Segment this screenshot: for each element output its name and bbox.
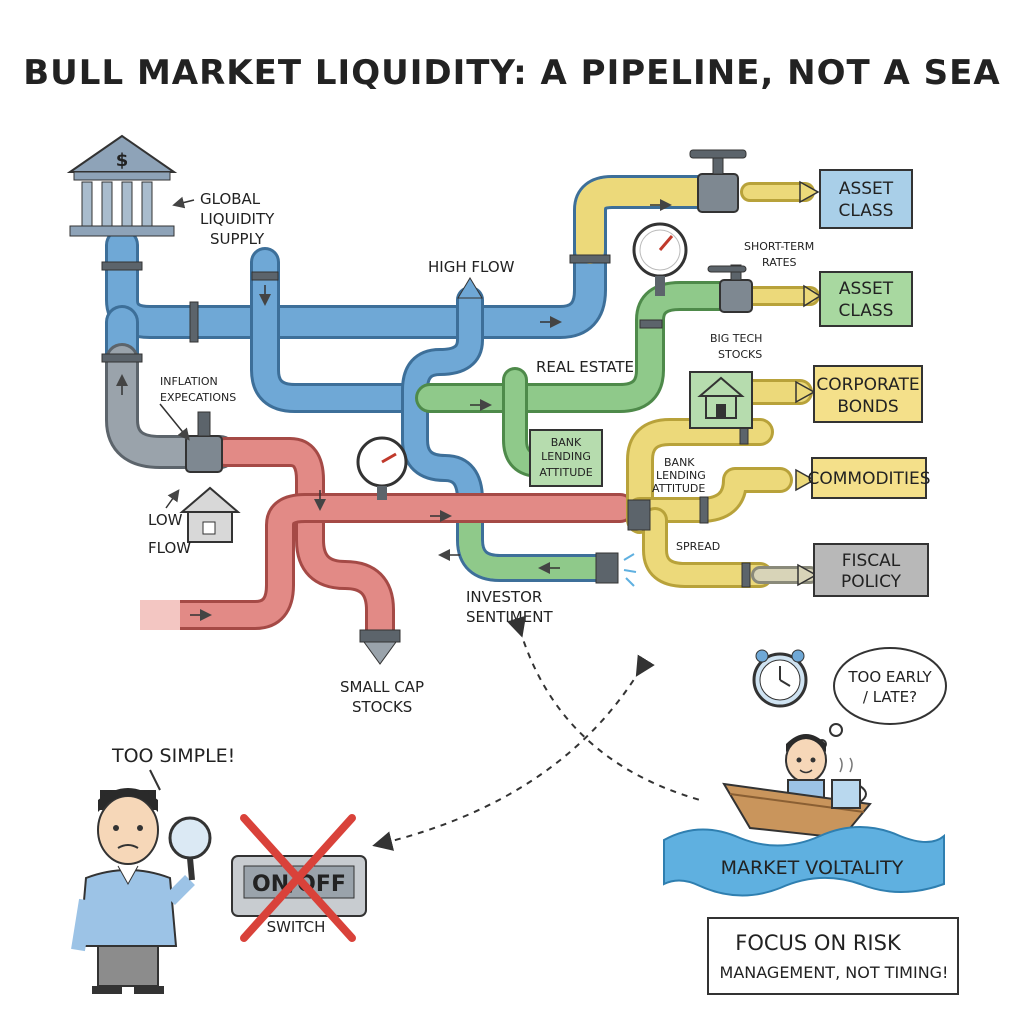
house-icon [179, 486, 241, 543]
global-liquidity-label: LIQUIDITY [200, 210, 275, 228]
valve-icon [185, 411, 223, 473]
coffee-mug-icon [831, 757, 867, 809]
high-flow-label: HIGH FLOW [428, 258, 515, 276]
bank-box-line1: BANK [551, 436, 582, 449]
destination-corporate-bonds: CORPORATE BONDS [813, 365, 923, 423]
thought-line2: / LATE? [863, 688, 917, 706]
magnifying-glass-icon [168, 816, 212, 881]
high-flow-arrow [457, 277, 483, 299]
bank-lending-small-label: LENDING [656, 469, 706, 482]
valve-icon [707, 264, 753, 313]
dest-line1: ASSET [839, 179, 894, 199]
pipe-flanges [101, 254, 751, 588]
red-pipe [145, 437, 635, 645]
destination-asset-class-2: ASSET CLASS [819, 271, 913, 327]
thought-line1: TOO EARLY [847, 668, 932, 686]
investor-sentiment-label: SENTIMENT [466, 608, 553, 626]
svg-text:$: $ [116, 150, 129, 171]
low-flow-label: LOW [148, 511, 183, 529]
bank-lending-small-label: BANK [664, 456, 695, 469]
short-term-rates-label: RATES [762, 256, 797, 269]
valve-icon [689, 149, 747, 213]
small-cap-label: SMALL CAP [340, 678, 424, 696]
dest-line2: BONDS [837, 397, 898, 417]
focus-line1: FOCUS ON RISK [735, 931, 902, 955]
yellow-pipe-system [626, 182, 820, 588]
dest-line2: CLASS [839, 301, 894, 321]
destination-commodities: COMMODITIES [807, 457, 931, 499]
pointer-arrows [159, 196, 195, 509]
blue-pipe-system [105, 175, 717, 582]
small-cap-outlet [359, 629, 401, 665]
pressure-gauge-icon [356, 436, 408, 500]
spread-label: SPREAD [676, 540, 720, 553]
bank-lending-small-label: ATTITUDE [652, 482, 705, 495]
real-estate-label: REAL ESTATE [536, 358, 634, 376]
dashed-connectors [372, 615, 701, 851]
switch-label: SWITCH [267, 918, 326, 936]
on-off-switch: ON/OFF SWITCH [231, 814, 367, 942]
pressure-gauge-icon [632, 222, 688, 296]
destination-asset-class-1: ASSET CLASS [819, 169, 913, 229]
dest-line1: ASSET [839, 279, 894, 299]
dest-line2: CLASS [839, 201, 894, 221]
dest-line1: COMMODITIES [807, 469, 930, 489]
low-flow-label: FLOW [148, 539, 191, 557]
global-liquidity-label: SUPPLY [210, 230, 265, 248]
red-inlet [140, 600, 180, 630]
speech-pointer [149, 769, 161, 791]
bank-lending-box: BANK LENDING ATTITUDE [529, 429, 603, 487]
pipeline-labels: GLOBAL LIQUIDITY SUPPLY HIGH FLOW INFLAT… [148, 190, 814, 716]
dest-line2: POLICY [841, 572, 902, 592]
investor-sentiment-label: INVESTOR [466, 588, 542, 606]
too-simple-label: TOO SIMPLE! [111, 745, 235, 767]
gray-pipe [105, 343, 237, 469]
skeptical-person [71, 788, 195, 994]
big-tech-label: STOCKS [718, 348, 762, 361]
small-cap-label: STOCKS [352, 698, 412, 716]
thought-bubble: TOO EARLY / LATE? [817, 647, 947, 749]
bank-building-icon: $ [66, 134, 178, 237]
flow-arrows [116, 199, 672, 621]
water-leak [623, 553, 637, 587]
big-tech-label: BIG TECH [710, 332, 762, 345]
focus-line2: MANAGEMENT, NOT TIMING! [720, 963, 949, 982]
alarm-clock-icon [752, 649, 808, 708]
destination-fiscal-policy: FISCAL POLICY [813, 543, 929, 597]
bank-box-line2: LENDING [541, 450, 591, 463]
outlet-arrowheads [795, 180, 822, 587]
house-icon [689, 371, 753, 429]
dest-line1: FISCAL [842, 551, 901, 571]
focus-note-box: FOCUS ON RISK MANAGEMENT, NOT TIMING! [707, 917, 959, 995]
short-term-rates-label: SHORT-TERM [744, 240, 814, 253]
inflation-label: INFLATION [160, 375, 218, 388]
inflation-label: EXPECATIONS [160, 391, 236, 404]
water-waves [663, 826, 945, 897]
page-title: BULL MARKET LIQUIDITY: A PIPELINE, NOT A… [23, 53, 1000, 93]
bank-box-line3: ATTITUDE [539, 466, 592, 479]
global-liquidity-label: GLOBAL [200, 190, 261, 208]
outlet-valve [595, 552, 619, 584]
market-volatility-label: MARKET VOLTALITY [721, 857, 904, 879]
dest-line1: CORPORATE [816, 375, 919, 395]
